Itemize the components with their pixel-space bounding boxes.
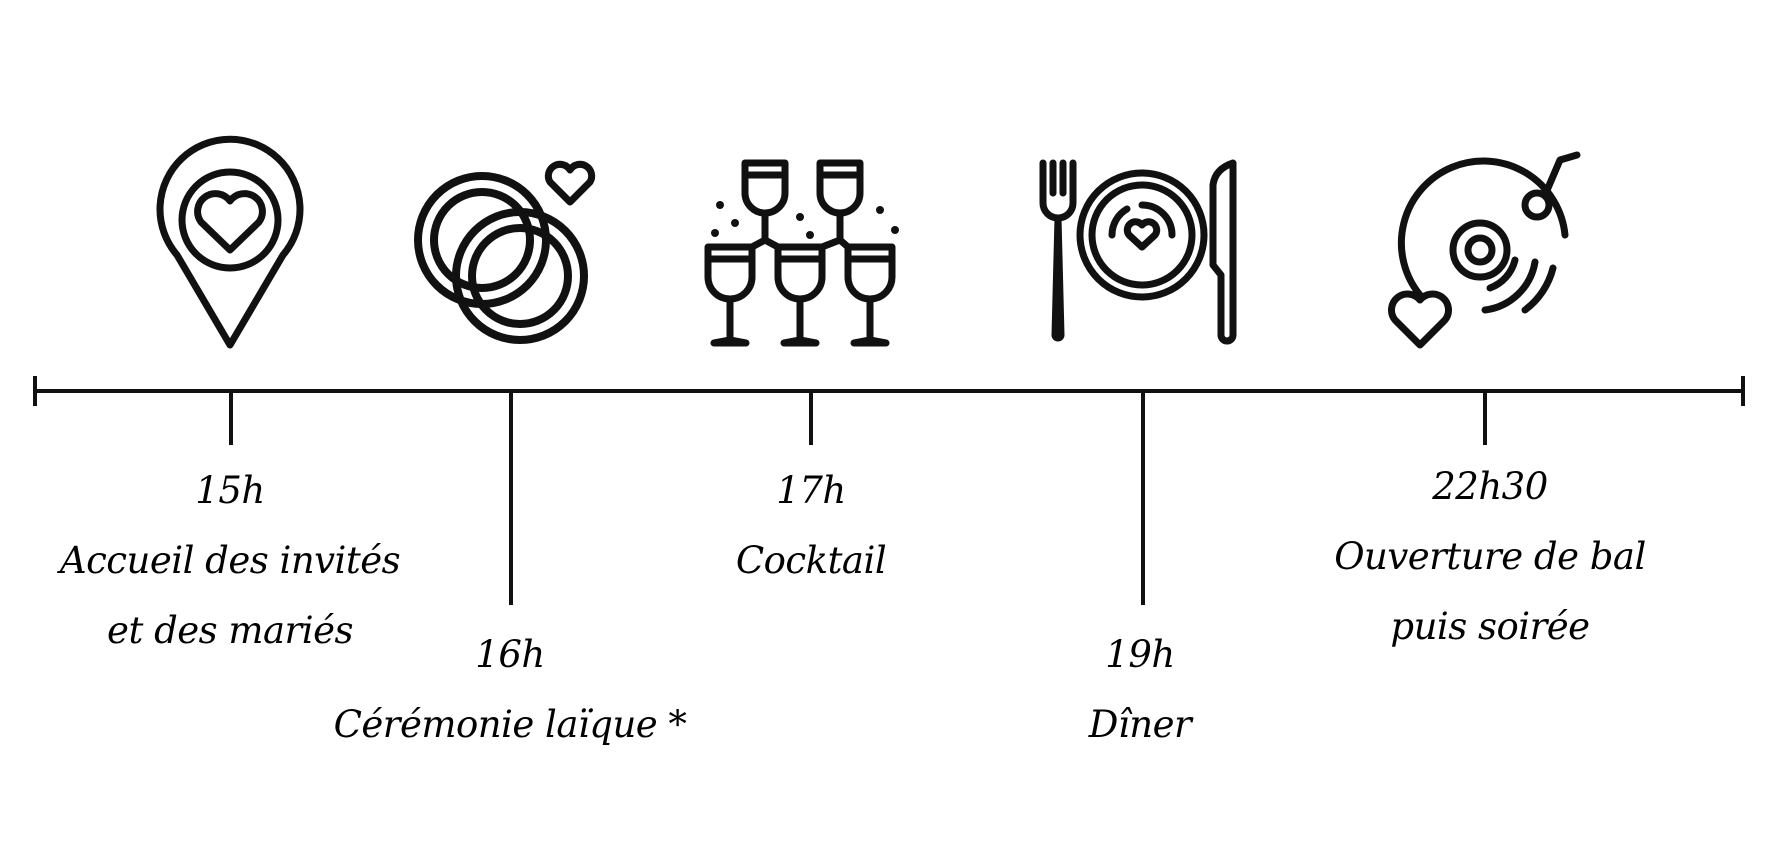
event-label: 22h30 Ouverture de bal puis soirée xyxy=(1334,452,1646,662)
event-description-line: Ouverture de bal xyxy=(1334,535,1646,578)
timeline-end-cap-left xyxy=(33,376,37,406)
wedding-rings-icon xyxy=(414,160,596,344)
event-time: 19h xyxy=(1105,633,1175,676)
champagne-glasses-icon xyxy=(704,159,899,347)
event-time: 15h xyxy=(195,469,265,512)
timeline-axis xyxy=(35,389,1743,393)
event-description-line: et des mariés xyxy=(107,609,353,652)
event-description-line: puis soirée xyxy=(1390,605,1590,648)
event-description-line: Accueil des invités xyxy=(59,539,401,582)
event-description-line: Cocktail xyxy=(735,539,887,582)
plate-cutlery-icon xyxy=(1039,159,1237,345)
timeline-tick xyxy=(1141,391,1145,605)
timeline-tick xyxy=(509,391,513,605)
event-label: 19h Dîner xyxy=(1088,620,1192,760)
event-description-line: Cérémonie laïque * xyxy=(333,703,687,746)
event-label: 15h Accueil des invités et des mariés xyxy=(59,456,401,666)
event-time: 16h xyxy=(475,633,545,676)
event-label: 16h Cérémonie laïque * xyxy=(334,620,687,760)
timeline-tick xyxy=(1483,391,1487,445)
vinyl-record-heart-icon xyxy=(1388,151,1581,349)
location-pin-heart-icon xyxy=(156,135,304,349)
event-label: 17h Cocktail xyxy=(735,456,887,596)
timeline-tick xyxy=(809,391,813,445)
event-time: 17h xyxy=(776,469,846,512)
timeline-end-cap-right xyxy=(1741,376,1745,406)
event-description-line: Dîner xyxy=(1088,703,1192,746)
event-time: 22h30 xyxy=(1432,465,1548,508)
timeline-tick xyxy=(229,391,233,445)
